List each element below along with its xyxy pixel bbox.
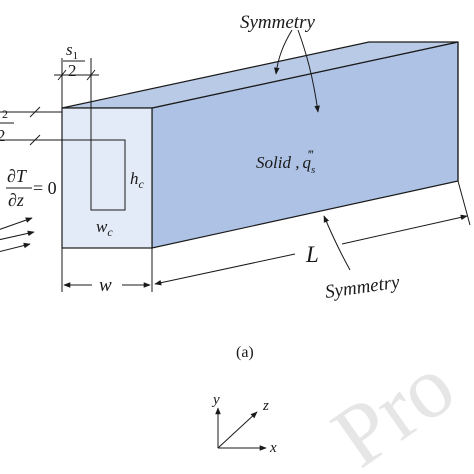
symmetry-bottom-leader bbox=[323, 215, 351, 271]
axis-z-arrow bbox=[217, 411, 258, 449]
s1-tick-right bbox=[86, 69, 96, 81]
symmetry-top-leader bbox=[297, 29, 320, 113]
axis-x-label: x bbox=[269, 440, 277, 456]
s1-label: s1 bbox=[66, 40, 78, 62]
coolant-channel bbox=[90, 139, 126, 211]
inflow-arrow bbox=[0, 217, 33, 230]
inflow-arrow bbox=[0, 242, 31, 253]
s1-denominator: 2 bbox=[68, 61, 77, 80]
L-label: L bbox=[305, 242, 319, 267]
symmetry-top-leader bbox=[274, 29, 293, 75]
symmetry-top-label: Symmetry bbox=[240, 12, 315, 33]
axis-z-label: z bbox=[262, 398, 269, 414]
symmetry-bottom-label: Symmetry bbox=[324, 272, 402, 303]
w-label: w bbox=[99, 275, 112, 296]
inflow-arrow bbox=[0, 230, 35, 241]
s2-subscript: 2 bbox=[2, 107, 8, 121]
block-front-face bbox=[61, 107, 153, 249]
channel-width-label: wc bbox=[96, 217, 113, 239]
s2-denominator: 2 bbox=[0, 126, 6, 145]
figure-caption: (a) bbox=[236, 344, 254, 361]
solid-heat-label: Solid ,qs‴ bbox=[256, 147, 315, 176]
L-ext-back bbox=[457, 180, 471, 226]
L-dim-left-arrow bbox=[154, 253, 296, 286]
watermark-text: Pro bbox=[316, 337, 472, 474]
s2-tick-top bbox=[29, 106, 41, 118]
L-dim-right-arrow bbox=[341, 214, 468, 245]
bc-numerator: ∂T bbox=[7, 166, 28, 186]
bc-equals-zero: = 0 bbox=[33, 178, 57, 198]
s1-tick-left bbox=[57, 69, 67, 81]
s2-tick-bottom bbox=[29, 134, 41, 146]
axis-y-label: y bbox=[211, 392, 220, 408]
channel-height-label: hc bbox=[130, 169, 145, 191]
bc-denominator: ∂z bbox=[8, 190, 24, 210]
